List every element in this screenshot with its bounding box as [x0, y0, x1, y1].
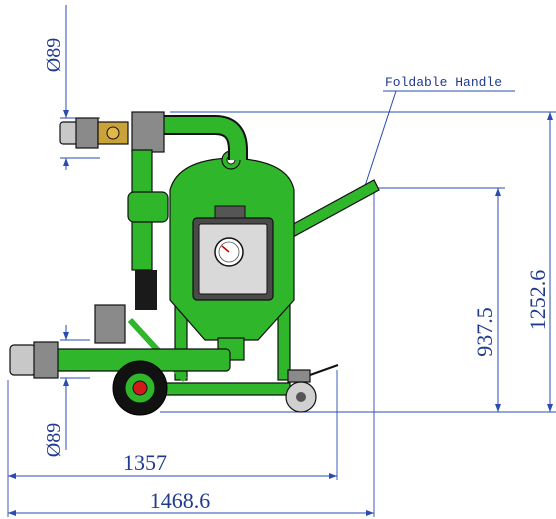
foldable-handle [280, 179, 380, 239]
dim-outlet-diameter: Ø89 [43, 423, 65, 457]
outlet-pipe [9, 341, 231, 379]
sandblaster-illustration [9, 111, 380, 416]
caster-wheel [285, 364, 339, 413]
callout-foldable-handle: Foldable Handle [385, 75, 502, 90]
dim-overall-height: 1252.6 [525, 270, 550, 331]
inlet-pipe [59, 111, 248, 160]
control-box [192, 205, 274, 301]
dim-inlet-diameter: Ø89 [43, 38, 65, 72]
main-wheel [112, 360, 168, 416]
dim-overall-length: 1468.6 [150, 488, 211, 513]
dim-handle-height: 937.5 [472, 307, 497, 357]
dim-wheelbase-length: 1357 [123, 450, 167, 475]
left-plumbing [94, 149, 169, 344]
dimension-lines [7, 5, 556, 517]
